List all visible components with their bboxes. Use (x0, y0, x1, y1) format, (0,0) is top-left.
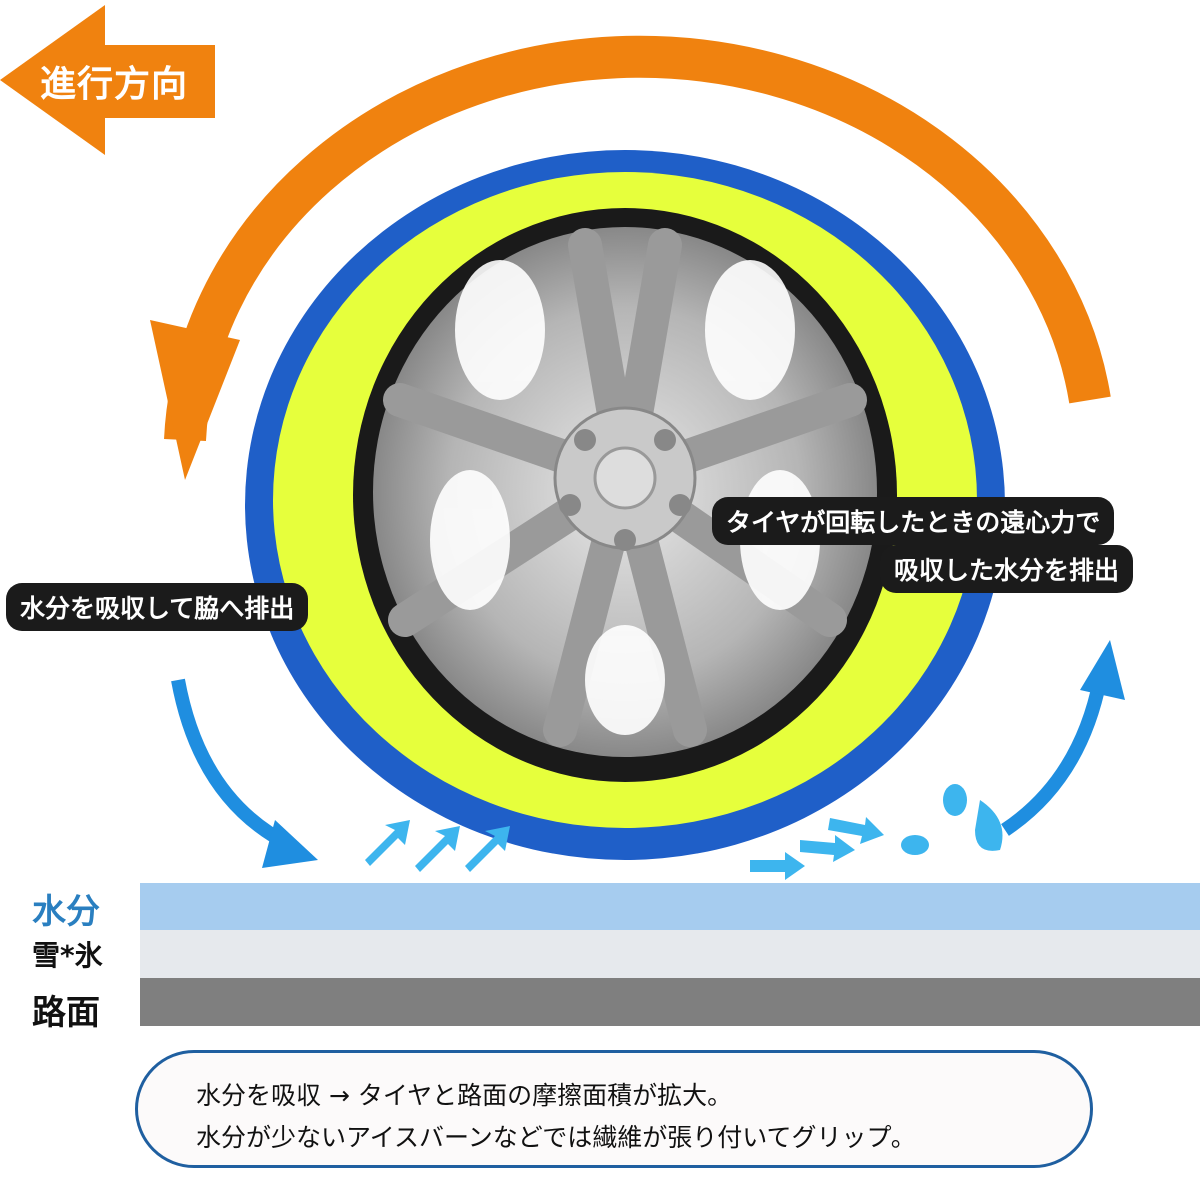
layer-snow-ice-label: 雪*氷 (32, 939, 103, 972)
inflow-arrow (171, 678, 318, 868)
outflow-arrow (1001, 640, 1125, 836)
expel-arrows (750, 784, 1003, 880)
explanation-line-1: 水分を吸収 → タイヤと路面の摩擦面積が拡大。 (196, 1081, 733, 1110)
layer-road-stripe (140, 978, 1200, 1026)
callout-centrifugal-line1: タイヤが回転したときの遠心力で (712, 497, 1115, 545)
explanation-line-2: 水分が少ないアイスバーンなどでは繊維が張り付いてグリップ。 (196, 1123, 916, 1152)
layer-road-label: 路面 (32, 993, 100, 1033)
layer-water-stripe (140, 883, 1200, 930)
direction-arrow-icon (0, 5, 215, 155)
tire-with-sock (245, 150, 1005, 860)
explanation-box: 水分を吸収 → タイヤと路面の摩擦面積が拡大。 水分が少ないアイスバーンなどでは… (135, 1050, 1093, 1168)
absorb-arrows (365, 820, 510, 872)
callout-absorb: 水分を吸収して脇へ排出 (6, 583, 309, 631)
layer-snow-ice-stripe (140, 930, 1200, 978)
callout-centrifugal-line2: 吸収した水分を排出 (880, 545, 1134, 593)
layer-water-label: 水分 (32, 892, 100, 932)
direction-label: 進行方向 (40, 64, 189, 105)
rotation-arrow (150, 35, 1111, 480)
